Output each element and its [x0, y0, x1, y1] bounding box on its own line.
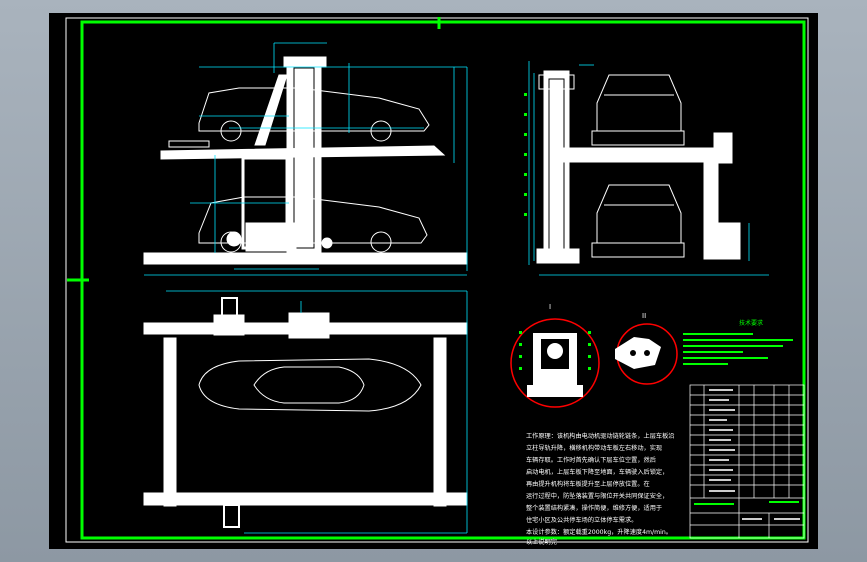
detail-callout-circle-2 — [615, 323, 678, 385]
engineering-drawing: I II 技术要求 工作原理：该机构由电动机驱动链轮链条，上层车板沿 立柱导轨升… — [65, 17, 809, 546]
note-line-2: 立柱导轨升降，横移机构带动车板左右移动，实现 — [526, 444, 662, 452]
note-line-1: 工作原理：该机构由电动机驱动链轮链条，上层车板沿 — [526, 432, 675, 440]
plan-view — [143, 297, 468, 528]
detail-2-label: II — [642, 312, 646, 320]
plan-view-dimensions — [166, 290, 468, 534]
title-block-green-marks — [694, 501, 799, 505]
note-line-6: 运行过程中，防坠落装置与限位开关共同保证安全， — [526, 492, 668, 500]
detail-1-label: I — [549, 303, 551, 311]
notes-block: 工作原理：该机构由电动机驱动链轮链条，上层车板沿 立柱导轨升降，横移机构带动车板… — [526, 432, 675, 546]
side-view-chain-marks — [524, 93, 527, 216]
tech-requirements-lines — [683, 333, 793, 365]
side-view-dimensions — [528, 61, 769, 276]
note-line-7: 整个装置结构紧凑，操作简便，维修方便，适用于 — [526, 504, 662, 512]
cad-viewport[interactable]: I II 技术要求 工作原理：该机构由电动机驱动链轮链条，上层车板沿 立柱导轨升… — [49, 13, 818, 549]
notes-footer: 以上说明完 — [526, 538, 557, 546]
note-line-8: 住宅小区及公共停车场的立体停车需求。 — [526, 516, 637, 524]
detail-callout-circle-1 — [510, 318, 600, 408]
side-view — [536, 70, 741, 264]
tech-requirements-title: 技术要求 — [739, 319, 763, 327]
note-line-3: 车辆存取。工作时首先确认下层车位空置，然后 — [526, 456, 656, 464]
note-line-5: 再由提升机构将车板提升至上层停放位置。在 — [526, 480, 650, 488]
note-line-4: 启动电机，上层车板下降至地面，车辆驶入后锁定， — [526, 468, 668, 476]
outer-frame — [65, 17, 809, 543]
parts-list-table — [689, 384, 805, 539]
note-line-9: 本设计参数：额定载重2000kg，升降速度4m/min。 — [526, 528, 672, 536]
front-view — [143, 56, 468, 265]
front-view-dimensions — [144, 42, 468, 276]
parts-list-entries — [709, 389, 800, 520]
